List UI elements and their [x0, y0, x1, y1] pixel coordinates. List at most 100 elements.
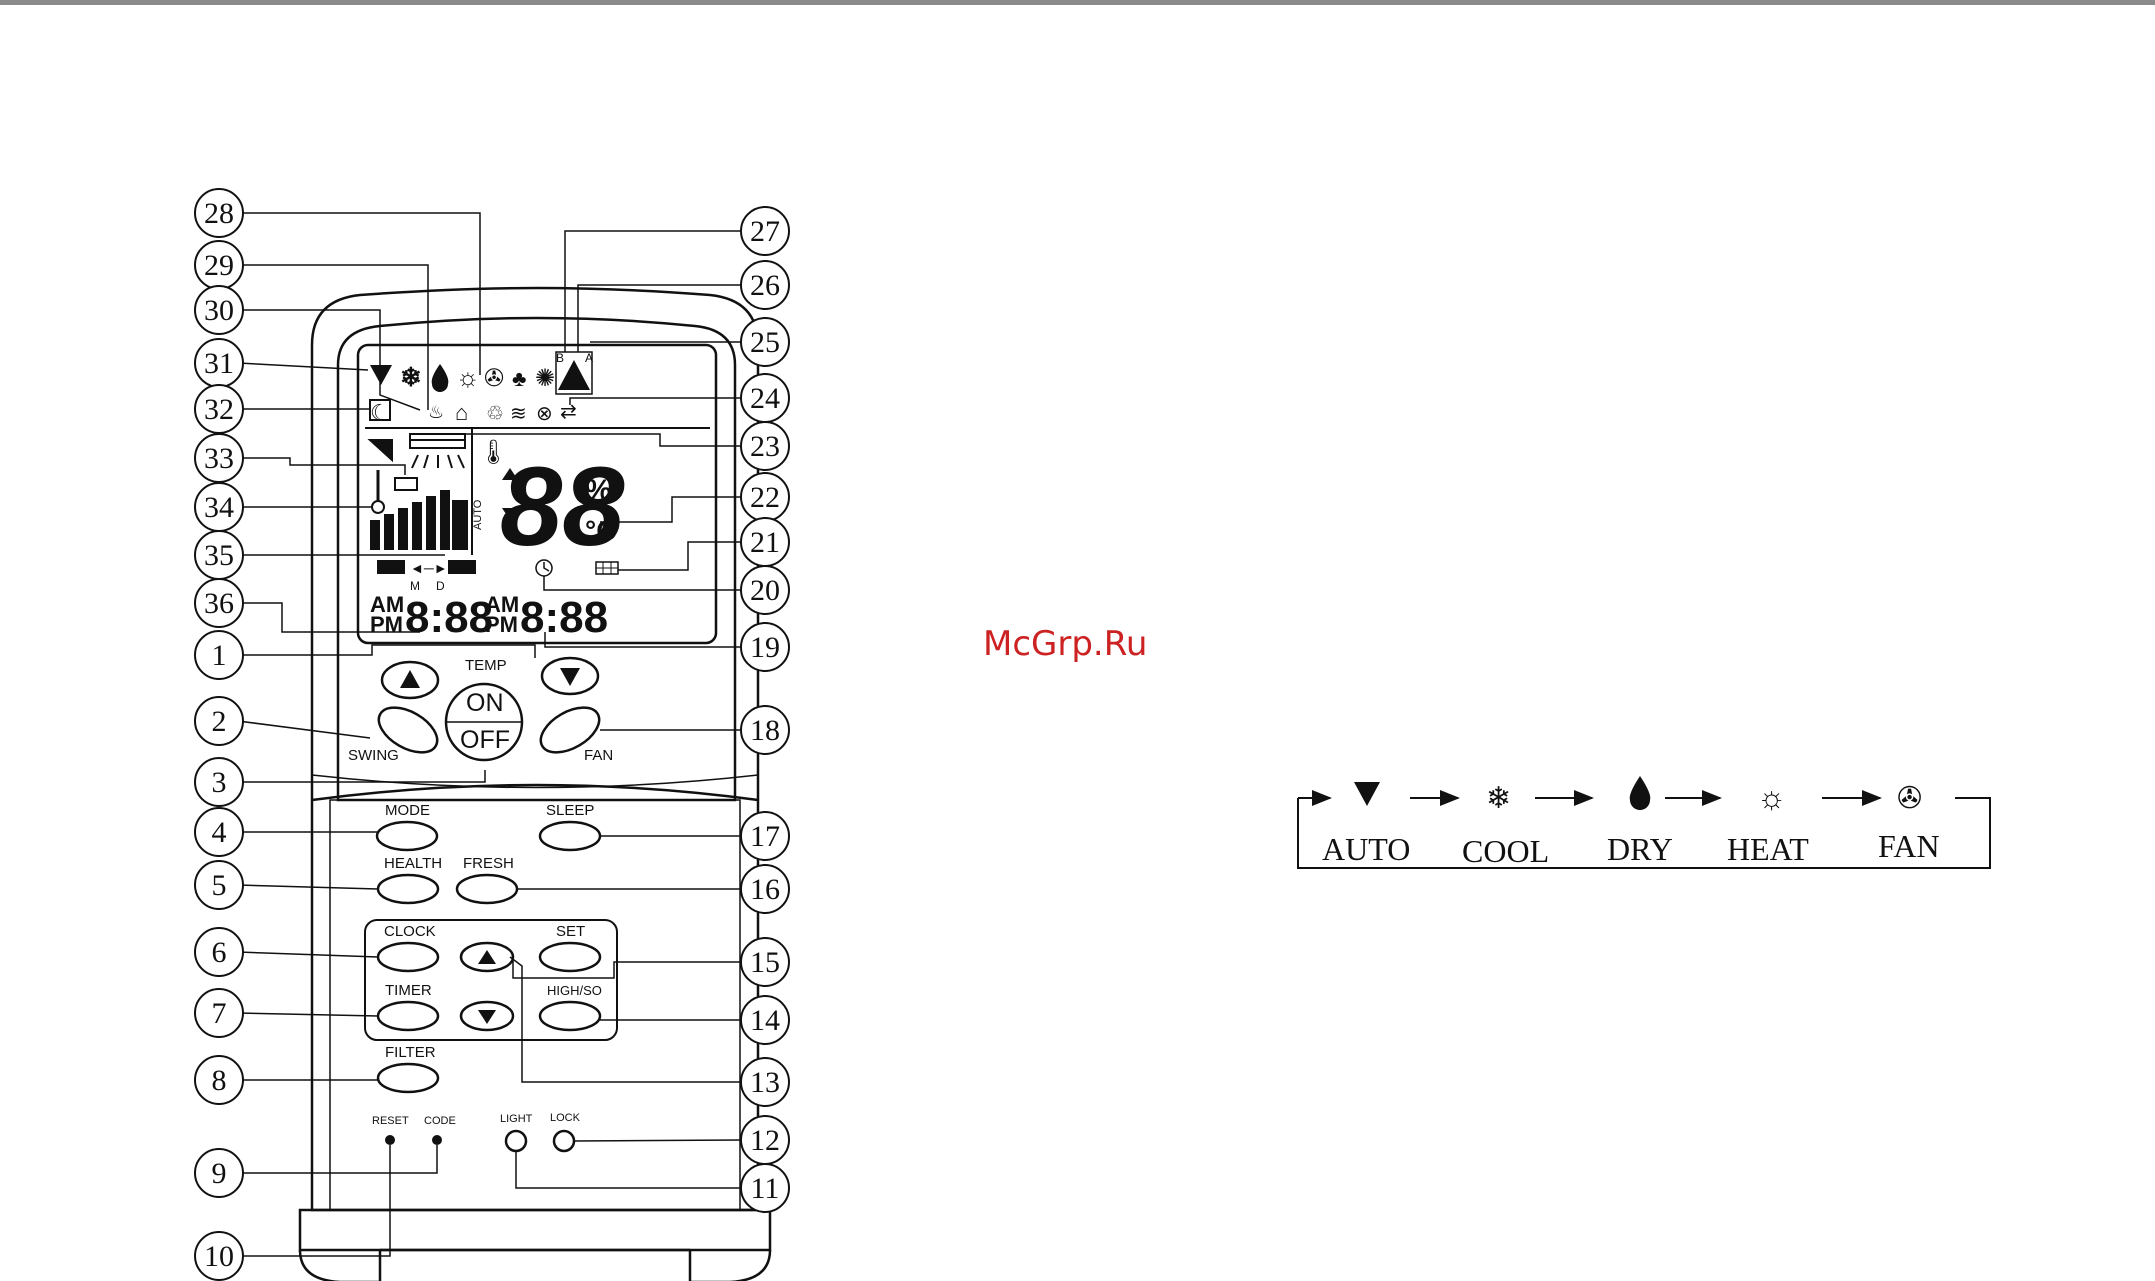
- celsius-sign: °C: [585, 515, 616, 546]
- mode-button[interactable]: [375, 820, 439, 852]
- mode-dry-label: DRY: [1607, 831, 1673, 867]
- callout-26: 26: [740, 260, 790, 310]
- battery-icon: [394, 477, 418, 491]
- mode-label: MODE: [385, 802, 430, 819]
- fan-icon: ✇: [1897, 782, 1922, 815]
- clock-button[interactable]: [376, 941, 440, 973]
- callout-11: 11: [740, 1163, 790, 1213]
- light-label: LIGHT: [500, 1113, 533, 1125]
- light-button[interactable]: [504, 1129, 528, 1153]
- temp-up-button[interactable]: [380, 660, 440, 700]
- callout-number: 8: [212, 1064, 227, 1097]
- filter-button[interactable]: [376, 1062, 440, 1094]
- code-button[interactable]: [432, 1135, 442, 1145]
- callout-24: 24: [740, 373, 790, 423]
- callout-number: 3: [212, 766, 227, 799]
- up-triangle-icon: [502, 468, 518, 480]
- heater-icon: ♣: [512, 366, 526, 391]
- fresh-button[interactable]: [455, 873, 519, 905]
- auto-icon: [1354, 782, 1380, 806]
- louver-fan-icon: [367, 439, 393, 463]
- timer-off-label: OFF: [451, 563, 473, 575]
- fan-speed-bar-2: [384, 514, 394, 550]
- callout-number: 20: [750, 574, 780, 607]
- callout-number: 19: [750, 631, 780, 664]
- fan-speed-bar-5: [426, 496, 436, 550]
- swing-label: SWING: [348, 747, 399, 764]
- callout-9: 9: [194, 1148, 244, 1198]
- down-triangle-icon: [502, 508, 518, 520]
- health-button[interactable]: [376, 873, 440, 905]
- callout-number: 9: [212, 1157, 227, 1190]
- set-label: SET: [556, 923, 585, 940]
- lcd-display: [356, 343, 718, 645]
- callout-10: 10: [194, 1231, 244, 1281]
- time-down-button[interactable]: [459, 1000, 515, 1032]
- code-label: CODE: [424, 1115, 456, 1127]
- lock-label: LOCK: [550, 1112, 581, 1124]
- time-down-arrow-icon: [478, 1010, 496, 1024]
- reset-button[interactable]: [385, 1135, 395, 1145]
- callout-number: 5: [212, 869, 227, 902]
- callout-number: 6: [212, 936, 227, 969]
- callout-number: 35: [204, 539, 234, 572]
- on-label: ON: [466, 689, 504, 717]
- fan-button[interactable]: [533, 698, 606, 761]
- lcd-timer-row: ON ◄─► OFF M D: [377, 559, 619, 593]
- callout-33: 33: [194, 433, 244, 483]
- high-so-button[interactable]: [538, 1000, 602, 1032]
- timer-d-label: D: [436, 579, 445, 593]
- water-drop-icon: [431, 364, 449, 392]
- callout-13: 13: [740, 1057, 790, 1107]
- reset-label: RESET: [372, 1115, 409, 1127]
- callout-number: 26: [750, 269, 780, 302]
- callout-number: 30: [204, 294, 234, 327]
- auto-icon: [370, 365, 392, 385]
- percent-sign: %: [585, 474, 612, 507]
- fan-speed-bar-6: [440, 490, 450, 550]
- callout-number: 29: [204, 249, 234, 282]
- power-level-triangle: [558, 360, 590, 390]
- lock-button[interactable]: [552, 1129, 576, 1153]
- remote-body: [298, 286, 772, 1281]
- callout-number: 24: [750, 382, 780, 415]
- callout-8: 8: [194, 1055, 244, 1105]
- temp-down-button[interactable]: [540, 656, 600, 696]
- callout-number: 36: [204, 587, 234, 620]
- callout-number: 7: [212, 997, 227, 1030]
- callout-5: 5: [194, 860, 244, 910]
- callout-3: 3: [194, 757, 244, 807]
- timer-m-label: M: [410, 579, 420, 593]
- sun-icon: ☼: [456, 362, 480, 392]
- callout-18: 18: [740, 705, 790, 755]
- callout-14: 14: [740, 995, 790, 1045]
- callout-number: 25: [750, 326, 780, 359]
- fan-label: FAN: [584, 747, 613, 764]
- callout-22: 22: [740, 472, 790, 522]
- callout-number: 22: [750, 481, 780, 514]
- pm-right: PM: [485, 612, 518, 637]
- callout-number: 15: [750, 946, 780, 979]
- lcd-left-panel: [367, 433, 468, 550]
- callout-36: 36: [194, 578, 244, 628]
- lcd-a: A: [585, 351, 593, 365]
- callout-7: 7: [194, 988, 244, 1038]
- sleep-icon: ☾: [370, 400, 390, 425]
- am-left: AM: [370, 592, 404, 617]
- sleep-button[interactable]: [538, 820, 602, 852]
- set-button[interactable]: [538, 941, 602, 973]
- cross-circle-icon: ⊗: [536, 403, 553, 425]
- snowflake-icon: ❄: [400, 362, 422, 392]
- swing-button[interactable]: [371, 698, 444, 761]
- timer-on-label: ON: [382, 561, 400, 575]
- timer-button[interactable]: [376, 1000, 440, 1032]
- filter-icon: ≋: [510, 403, 527, 425]
- callout-number: 17: [750, 820, 780, 853]
- callout-20: 20: [740, 565, 790, 615]
- svg-text:◄─►: ◄─►: [410, 560, 448, 576]
- fresh-air-icon: ♲: [486, 403, 504, 425]
- off-label: OFF: [460, 726, 510, 754]
- callout-number: 27: [750, 215, 780, 248]
- fan-speed-bar-4: [412, 502, 422, 550]
